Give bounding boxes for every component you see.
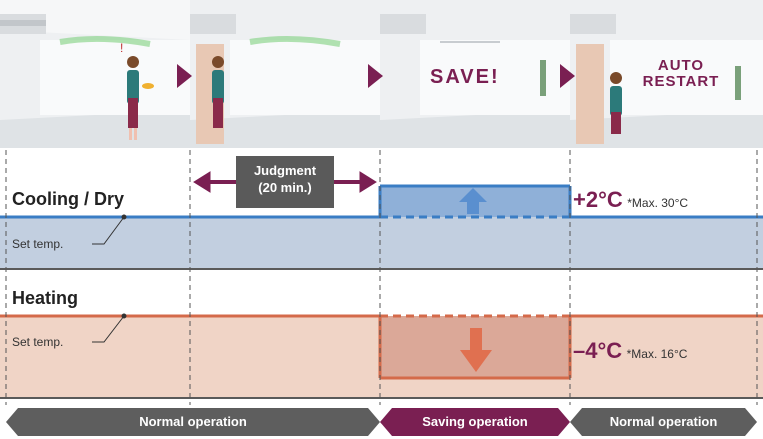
room-scene-occupied: ! (0, 0, 190, 148)
arrow-down-icon (460, 328, 492, 372)
normal-operation-banner-2 (570, 408, 757, 436)
heating-max-note: *Max. 16°C (626, 347, 688, 361)
person-icon (610, 72, 622, 134)
time-separators (5, 150, 758, 405)
air-conditioner-icon (570, 14, 616, 34)
plant-icon (540, 60, 546, 96)
saving-operation-banner (380, 408, 570, 436)
heating-set-temp-label: Set temp. (12, 335, 64, 349)
auto-restart-text: AUTO RESTART (626, 58, 736, 90)
air-conditioner-icon (380, 14, 426, 34)
air-conditioner-icon (190, 14, 236, 34)
room-panel-2 (190, 0, 380, 148)
arrow-right-icon (368, 64, 383, 88)
judgment-box: Judgment (20 min.) (236, 156, 334, 208)
heating-delta-group: –4°C *Max. 16°C (573, 338, 687, 364)
double-arrow-icon (193, 171, 377, 193)
judgment-line2: (20 min.) (258, 180, 312, 195)
normal-operation-label-2: Normal operation (609, 414, 718, 429)
plant-icon (735, 66, 741, 100)
cooling-band (0, 217, 763, 269)
heating-delta: –4°C (573, 338, 623, 363)
save-text: SAVE! (430, 66, 500, 88)
cooling-max-note: *Max. 30°C (627, 196, 689, 210)
cooling-delta: +2°C (573, 187, 623, 212)
svg-text:!: ! (120, 41, 123, 55)
auto-restart-line1: AUTO (657, 57, 705, 74)
room-panel-1: ! (0, 0, 190, 148)
person-icon (212, 56, 224, 128)
judgment-line1: Judgment (253, 163, 317, 178)
room-panel-3 (380, 0, 570, 148)
room-scene-empty (380, 0, 570, 148)
room-panel-4 (570, 0, 763, 148)
cooling-delta-group: +2°C *Max. 30°C (573, 187, 688, 213)
door-icon (576, 44, 604, 144)
cooling-set-temp-label: Set temp. (12, 237, 64, 251)
normal-operation-label-1: Normal operation (139, 414, 247, 429)
cooling-title: Cooling / Dry (12, 189, 124, 209)
arrow-right-icon (560, 64, 575, 88)
arrow-right-icon (177, 64, 192, 88)
heating-title: Heating (12, 288, 79, 308)
saving-operation-label: Saving operation (422, 414, 528, 429)
person-icon (127, 56, 154, 140)
auto-restart-line2: RESTART (642, 73, 720, 90)
normal-operation-banner-1 (6, 408, 380, 436)
room-scene-leaving (190, 0, 380, 148)
room-scene-return (570, 0, 763, 148)
arrow-up-icon (459, 188, 487, 214)
